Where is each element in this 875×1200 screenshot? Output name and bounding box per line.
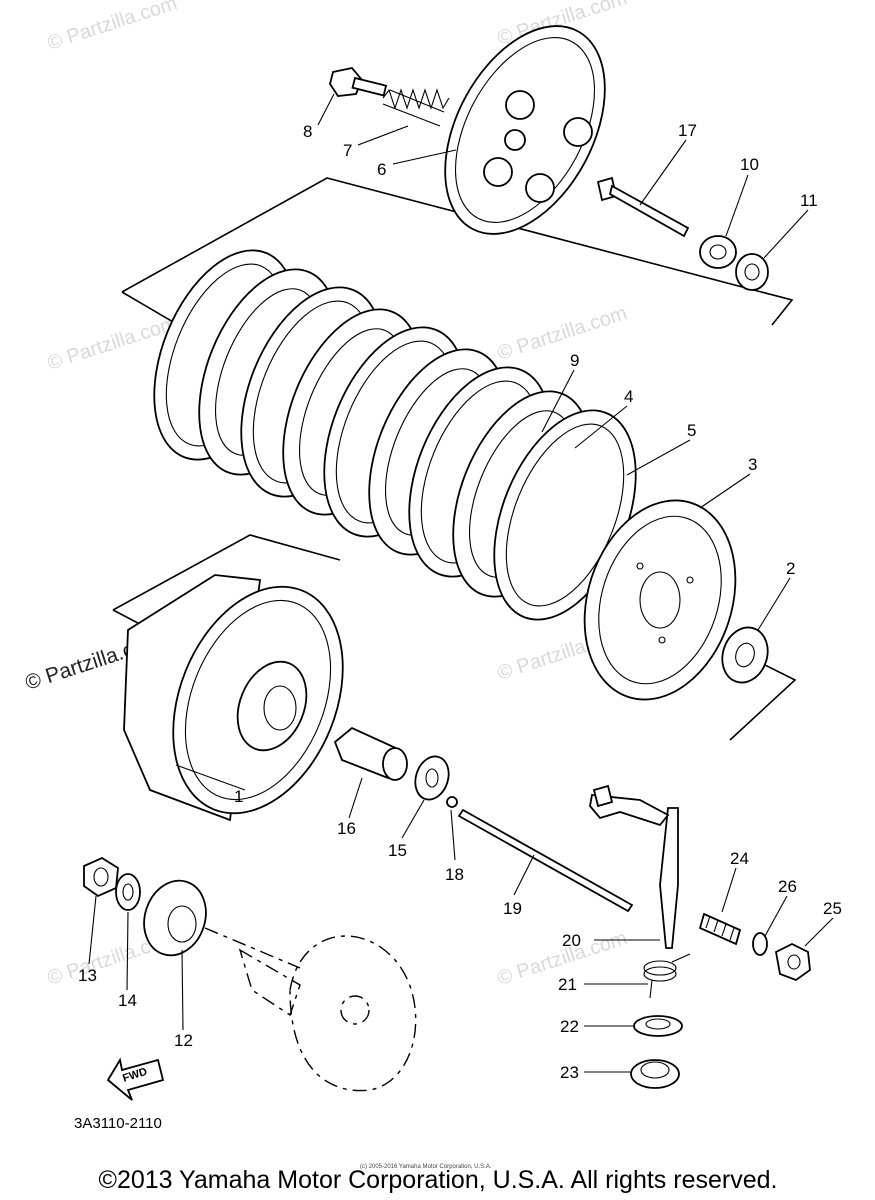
diagram-part-code: 3A3110-2110	[74, 1115, 162, 1132]
callout-16: 16	[337, 819, 356, 838]
callout-3: 3	[748, 455, 757, 474]
lower-frame	[112, 534, 341, 611]
part-18-ball	[446, 796, 458, 808]
part-7-spring	[382, 88, 450, 127]
small-print: (c) 2005-2016 Yamaha Motor Corporation, …	[360, 1164, 492, 1170]
fwd-arrow-icon: FWD	[106, 1057, 165, 1101]
callout-14: 14	[118, 991, 137, 1010]
callout-13: 13	[78, 966, 97, 985]
part-26-o-ring	[752, 932, 768, 956]
part-10-nut	[699, 235, 737, 269]
leader-lines	[88, 93, 834, 1073]
callout-26: 26	[778, 877, 797, 896]
part-3-clutch-boss	[583, 499, 737, 701]
part-17-push-rod	[596, 176, 690, 238]
callout-1: 1	[234, 787, 243, 806]
callout-18: 18	[445, 865, 464, 884]
callout-23: 23	[560, 1063, 579, 1082]
part-2-thrust-washer	[721, 626, 769, 684]
callout-17: 17	[678, 121, 697, 140]
callout-12: 12	[174, 1031, 193, 1050]
callout-9: 9	[570, 351, 579, 370]
callout-5: 5	[687, 421, 696, 440]
callout-15: 15	[388, 841, 407, 860]
upper-frame	[121, 177, 794, 326]
callout-22: 22	[560, 1017, 579, 1036]
part-21-torsion-spring	[643, 953, 691, 999]
part-14-washer	[115, 873, 141, 911]
part-16-sleeve	[333, 726, 408, 781]
part-24-adjusting-screw	[698, 912, 742, 946]
callout-10: 10	[740, 155, 759, 174]
part-25-nut	[774, 942, 811, 982]
part-6-pressure-plate	[444, 25, 606, 235]
part-13-nut	[83, 856, 119, 898]
callout-21: 21	[558, 975, 577, 994]
part-15-washer	[414, 755, 450, 801]
callout-6: 6	[377, 160, 386, 179]
part-23-bearing	[630, 1059, 680, 1089]
crankshaft-reference	[204, 927, 417, 1092]
part-11-washer	[735, 253, 769, 291]
callout-8: 8	[303, 122, 312, 141]
part-12-primary-drive-gear	[143, 879, 207, 957]
lower-frame-right	[729, 659, 797, 741]
callout-25: 25	[823, 899, 842, 918]
callout-7: 7	[343, 141, 352, 160]
part-1-clutch-housing	[123, 574, 344, 822]
callout-24: 24	[730, 849, 749, 868]
watermark: © Partzilla.com	[45, 0, 180, 55]
callout-numbers: 8 7 6 17 10 11 9 4 5 3 2 1 16 15 18 19 2…	[78, 121, 842, 1082]
clutch-plate-stack	[153, 249, 637, 621]
part-8-bolt	[329, 67, 388, 97]
callout-19: 19	[503, 899, 522, 918]
watermark: © Partzilla.com	[495, 302, 630, 365]
callout-4: 4	[624, 387, 633, 406]
part-19-push-rod	[457, 808, 634, 913]
part-22-oil-seal	[633, 1015, 683, 1037]
callout-20: 20	[562, 931, 581, 950]
callout-2: 2	[786, 559, 795, 578]
part-20-push-lever	[589, 784, 679, 949]
copyright-notice: ©2013 Yamaha Motor Corporation, U.S.A. A…	[99, 1166, 778, 1194]
callout-11: 11	[800, 191, 818, 210]
